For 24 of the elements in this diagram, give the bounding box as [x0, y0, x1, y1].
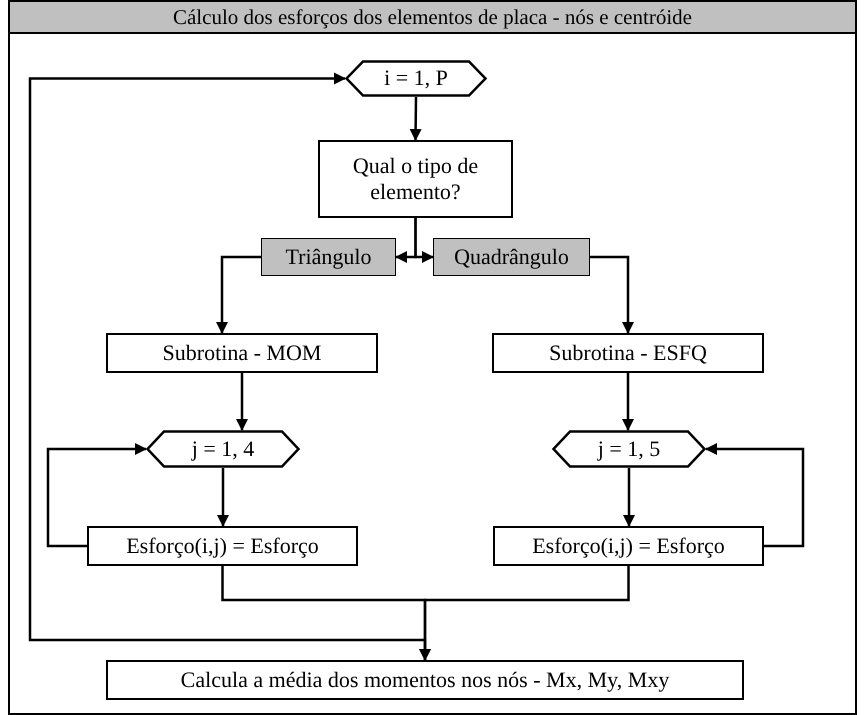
- arrow: [46, 443, 147, 548]
- option-label-box: Triângulo: [261, 238, 396, 276]
- option-label-box: Quadrângulo: [433, 238, 590, 276]
- arrow: [410, 96, 422, 141]
- arrow: [419, 566, 630, 661]
- arrow: [705, 443, 804, 548]
- arrow: [623, 468, 635, 527]
- arrow: [622, 373, 634, 431]
- process-box: Esforço(i,j) = Esforço: [493, 526, 764, 566]
- arrow: [236, 373, 248, 431]
- arrow: [217, 468, 229, 527]
- arrow: [216, 256, 261, 334]
- arrow: [414, 218, 434, 263]
- arrow: [28, 72, 426, 660]
- process-box: Esforço(i,j) = Esforço: [87, 526, 358, 566]
- process-box: Qual o tipo de elemento?: [318, 140, 513, 218]
- arrow: [590, 256, 634, 334]
- process-box: Subrotina - MOM: [106, 333, 378, 373]
- loop-hexagon: j = 1, 5: [552, 430, 706, 468]
- process-box: Subrotina - ESFQ: [492, 333, 764, 373]
- loop-hexagon: j = 1, 4: [146, 430, 300, 468]
- panel-title: Cálculo dos esforços dos elementos de placa - nós e centróide: [8, 0, 857, 34]
- loop-hexagon: i = 1, P: [345, 60, 487, 97]
- process-box: Calcula a média dos momentos nos nós - Mx, My, Mxy: [106, 660, 744, 700]
